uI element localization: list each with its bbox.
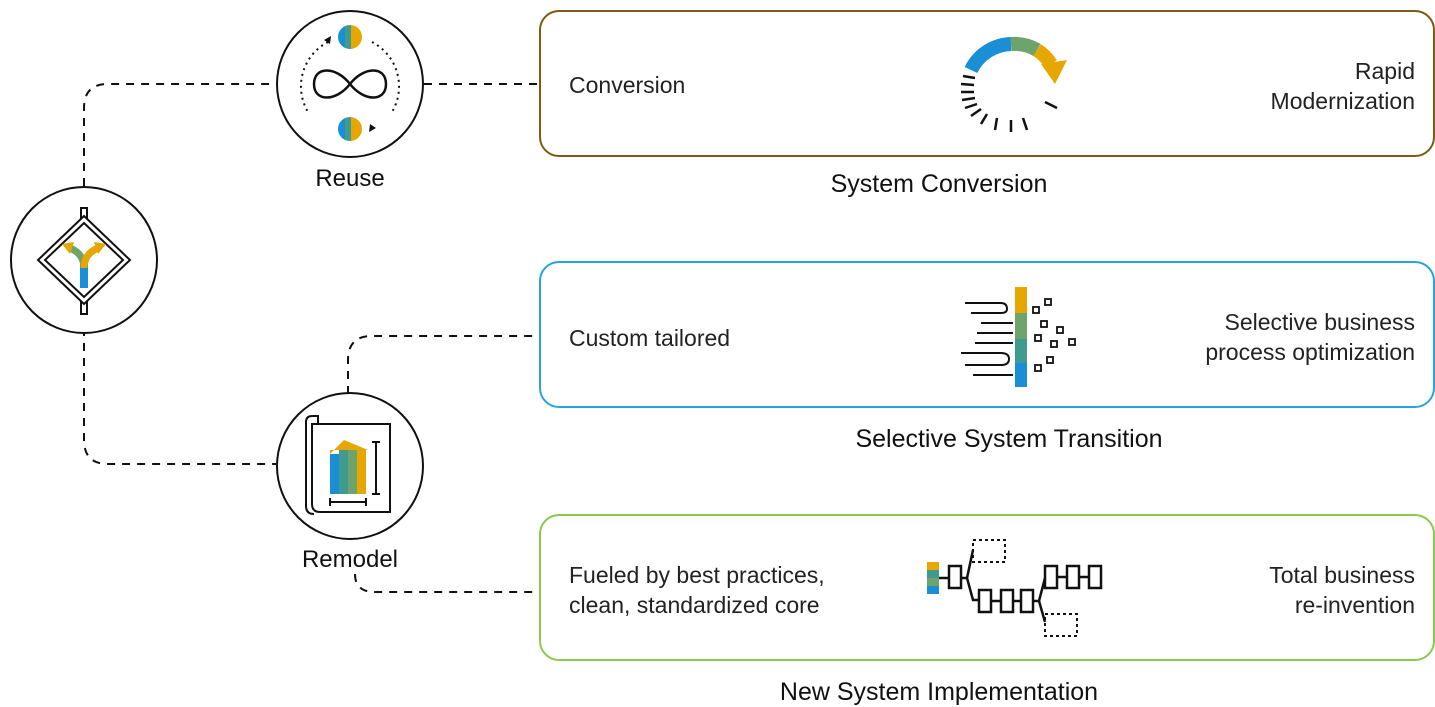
selective-transition-left-text: Custom tailored xyxy=(569,325,731,351)
data-stream-icon xyxy=(961,287,1076,387)
road-sign-fork-icon xyxy=(36,207,132,315)
left-text-line: Fueled by best practices, xyxy=(569,562,825,588)
remodel-label: Remodel xyxy=(301,546,399,573)
connector-remodel-to-selective xyxy=(347,335,539,394)
selective-system-transition-title: Selective System Transition xyxy=(855,425,1163,453)
left-text-line: clean, standardized core xyxy=(569,592,820,618)
connector-decision-to-remodel xyxy=(83,328,276,465)
new-system-implementation-title: New System Implementation xyxy=(779,678,1099,706)
new-system-implementation-card: Fueled by best practices, clean, standar… xyxy=(539,514,1435,661)
right-text-line: Total business xyxy=(1269,562,1415,588)
infinity-cycle-icon xyxy=(300,25,400,141)
right-text-line: Modernization xyxy=(1270,88,1415,114)
connector-remodel-to-new xyxy=(354,573,539,593)
system-conversion-title: System Conversion xyxy=(830,170,1048,198)
right-text-line: Rapid xyxy=(1354,58,1415,84)
right-text-line: re-invention xyxy=(1294,592,1415,618)
circular-arrow-icon xyxy=(960,36,1067,132)
system-conversion-card: Conversion Rapid Modernization xyxy=(539,10,1435,157)
right-text-line: Selective business xyxy=(1224,309,1416,335)
new-implementation-right-text: Total business re-invention xyxy=(1269,560,1415,620)
new-implementation-left-text: Fueled by best practices, clean, standar… xyxy=(569,560,825,620)
system-conversion-left-text: Conversion xyxy=(569,72,686,98)
remodel-node xyxy=(276,392,424,540)
selective-system-transition-card: Custom tailored Selective business pro xyxy=(539,261,1435,408)
blueprint-building-icon xyxy=(305,415,391,515)
connector-decision-to-reuse xyxy=(83,83,276,186)
reuse-label: Reuse xyxy=(315,165,385,192)
selective-transition-right-text: Selective business process optimization xyxy=(1205,307,1415,367)
process-chain-icon xyxy=(927,539,1103,637)
right-text-line: process optimization xyxy=(1205,339,1415,365)
decision-node xyxy=(10,186,158,334)
reuse-node xyxy=(276,10,424,158)
system-conversion-right-text: Rapid Modernization xyxy=(1271,56,1415,116)
